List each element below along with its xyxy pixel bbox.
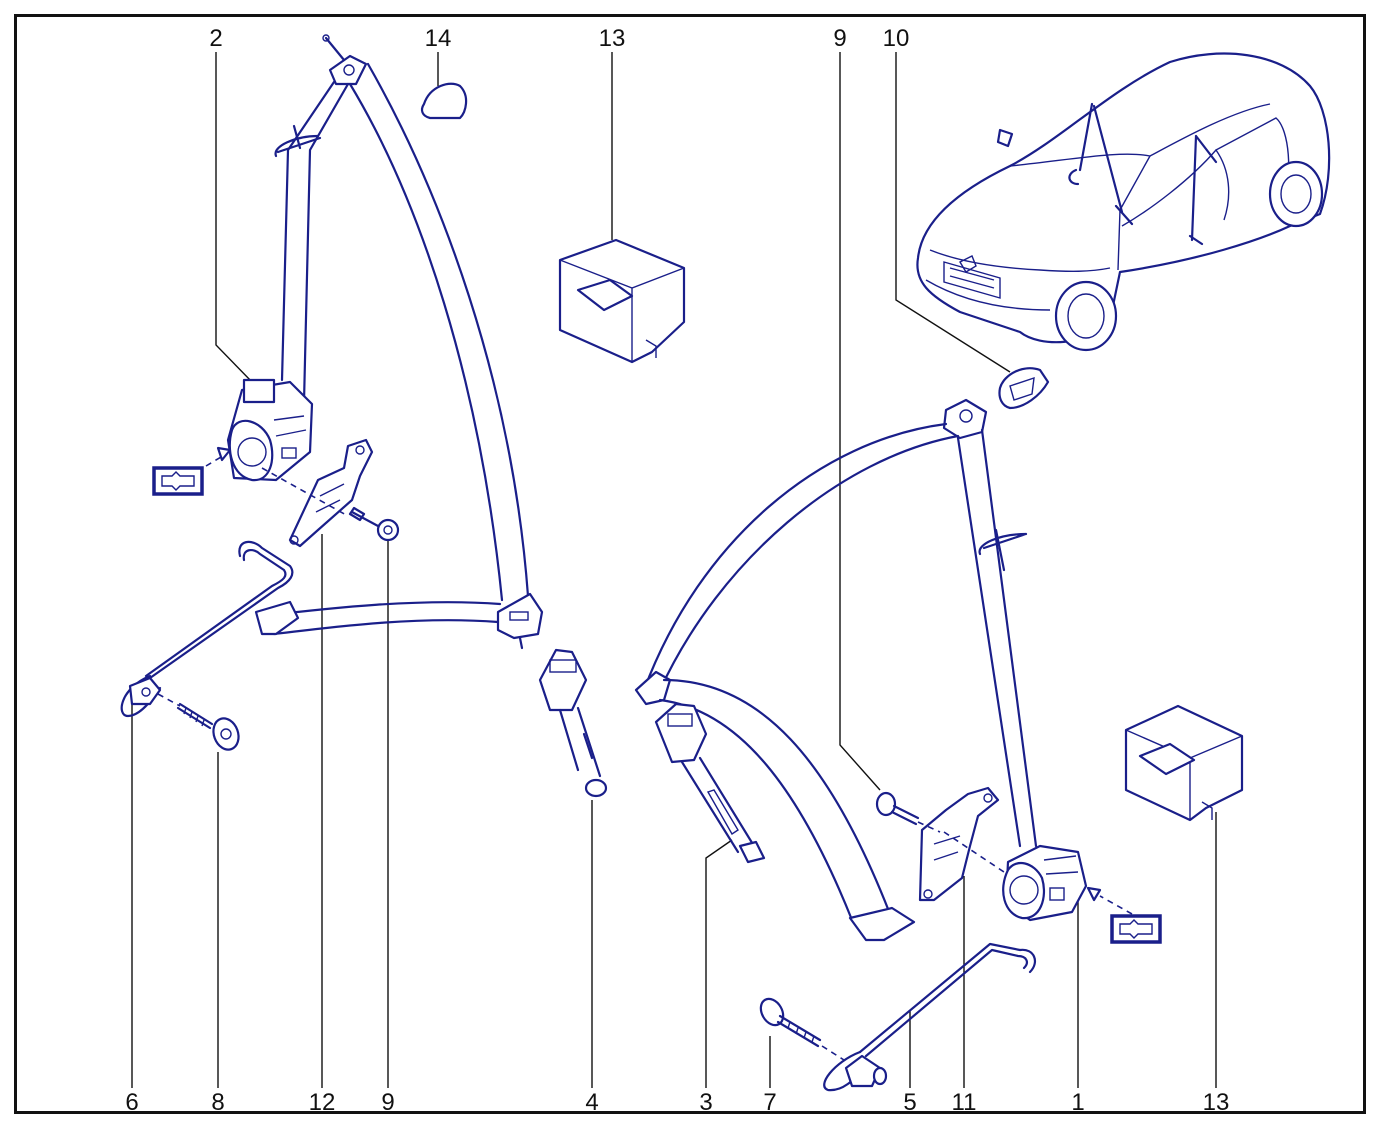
leader-10 <box>895 52 1011 373</box>
callout-label-13-bottom: 13 <box>1203 1089 1230 1116</box>
callout-label-1: 1 <box>1071 1089 1084 1116</box>
callout-label-6: 6 <box>125 1089 138 1116</box>
right-floor-bolt <box>759 997 845 1061</box>
right-pillar-trim-cover <box>998 367 1050 410</box>
left-mounting-bracket <box>261 438 374 548</box>
callout-label-3: 3 <box>699 1089 712 1116</box>
left-seat-buckle <box>538 648 608 798</box>
callout-label-12: 12 <box>309 1089 336 1116</box>
car-illustration <box>916 52 1331 352</box>
callout-label-14: 14 <box>425 25 452 52</box>
left-anchor-rod <box>120 540 294 718</box>
left-floor-bolt <box>176 702 240 751</box>
right-adhesive-symbol <box>1086 886 1162 944</box>
right-belt-webbing <box>634 398 1038 942</box>
callout-label-13-top: 13 <box>599 25 626 52</box>
left-belt-webbing <box>254 34 544 650</box>
right-anchor-rod <box>823 942 1037 1092</box>
right-seat-buckle <box>654 702 766 864</box>
leader-3 <box>705 839 733 1088</box>
callout-label-8: 8 <box>211 1089 224 1116</box>
left-retractor <box>226 378 314 482</box>
callout-label-4: 4 <box>585 1089 598 1116</box>
callout-label-11: 11 <box>952 1089 977 1116</box>
right-bolt <box>875 791 941 833</box>
leader-9-top <box>839 52 881 791</box>
leader-2 <box>215 52 253 383</box>
callout-label-9-top: 9 <box>833 25 846 52</box>
callout-label-2: 2 <box>209 25 222 52</box>
right-retractor <box>1002 844 1088 922</box>
left-bolt <box>348 506 400 542</box>
seat-cover-block-top <box>558 238 686 364</box>
callout-label-5: 5 <box>903 1089 916 1116</box>
callout-label-10: 10 <box>883 25 910 52</box>
leader-lines <box>131 52 1217 1088</box>
left-adhesive-symbol <box>152 446 232 496</box>
right-mounting-bracket <box>918 786 1005 902</box>
callout-label-7: 7 <box>763 1089 776 1116</box>
callout-label-9-bottom: 9 <box>381 1089 394 1116</box>
seat-cover-block-bottom <box>1124 704 1244 822</box>
pillar-trim-cover <box>420 82 468 120</box>
